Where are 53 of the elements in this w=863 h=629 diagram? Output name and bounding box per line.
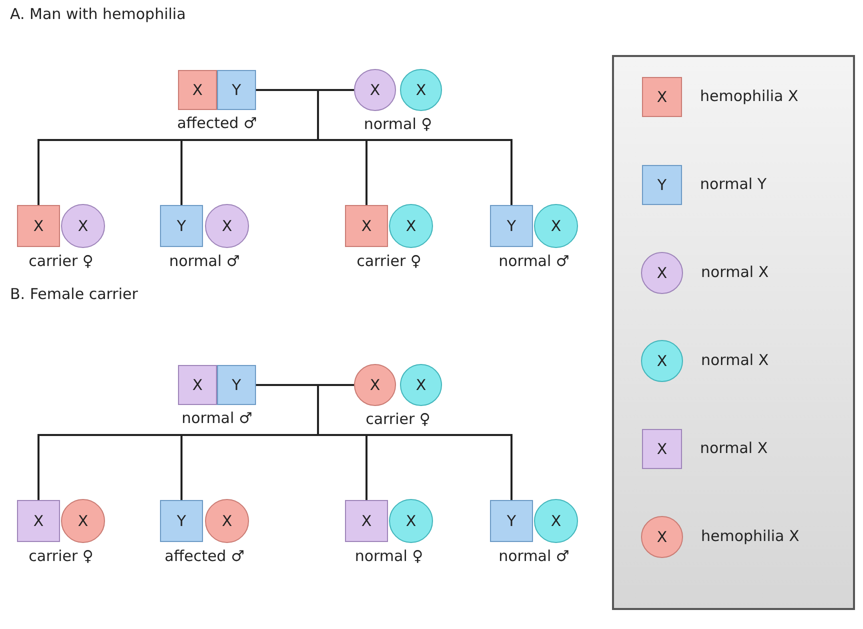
chromosome-circle: X: [205, 204, 249, 248]
chromosome-circle: X: [61, 499, 105, 543]
individual-label: carrier ♀: [356, 252, 422, 270]
chromosome-circle: X: [534, 204, 578, 248]
chromosome-circle: X: [641, 340, 683, 382]
chromosome-circle: X: [400, 69, 442, 111]
key-panel: [612, 55, 855, 610]
chromosome-square: X: [345, 205, 388, 247]
pedigree-line: [256, 89, 512, 205]
individual-label: carrier ♀: [28, 547, 94, 565]
chromosome-caption: normal Y: [700, 175, 766, 193]
individual-label: normal ♀: [364, 115, 432, 133]
chromosome-square: X: [345, 500, 388, 542]
chromosome-circle: X: [641, 516, 683, 558]
chromosome-circle: X: [205, 499, 249, 543]
chromosome-square: Y: [160, 500, 203, 542]
chromosome-square: X: [17, 205, 60, 247]
individual-label: carrier ♀: [366, 410, 430, 428]
chromosome-square: Y: [490, 205, 533, 247]
chromosome-square: Y: [217, 70, 256, 110]
section-title: B. Female carrier: [10, 285, 138, 303]
chromosome-circle: X: [641, 252, 683, 294]
chromosome-square: Y: [490, 500, 533, 542]
individual-label: normal ♀: [354, 547, 424, 565]
chromosome-square: X: [178, 365, 217, 405]
chromosome-square: X: [17, 500, 60, 542]
chromosome-square: Y: [217, 365, 256, 405]
chromosome-caption: hemophilia X: [701, 527, 800, 545]
chromosome-square: Y: [160, 205, 203, 247]
chromosome-caption: normal X: [700, 439, 768, 457]
chromosome-circle: X: [400, 364, 442, 406]
chromosome-square: X: [178, 70, 217, 110]
pedigree-line: [256, 384, 512, 500]
chromosome-circle: X: [354, 69, 396, 111]
individual-label: affected ♂: [177, 114, 257, 132]
individual-label: normal ♂: [498, 547, 570, 565]
chromosome-circle: X: [534, 499, 578, 543]
chromosome-caption: hemophilia X: [700, 87, 798, 105]
chromosome-circle: X: [61, 204, 105, 248]
individual-label: normal ♂: [169, 252, 240, 270]
individual-label: affected ♂: [164, 547, 244, 565]
chromosome-square: X: [642, 429, 682, 469]
chromosome-square: X: [642, 77, 682, 117]
individual-label: normal ♂: [182, 409, 252, 427]
individual-label: carrier ♀: [28, 252, 94, 270]
chromosome-circle: X: [389, 204, 433, 248]
chromosome-square: Y: [642, 165, 682, 205]
chromosome-caption: normal X: [701, 351, 769, 369]
individual-label: normal ♂: [498, 252, 570, 270]
chromosome-circle: X: [354, 364, 396, 406]
chromosome-circle: X: [389, 499, 433, 543]
section-title: A. Man with hemophilia: [10, 5, 186, 23]
chromosome-caption: normal X: [701, 263, 769, 281]
